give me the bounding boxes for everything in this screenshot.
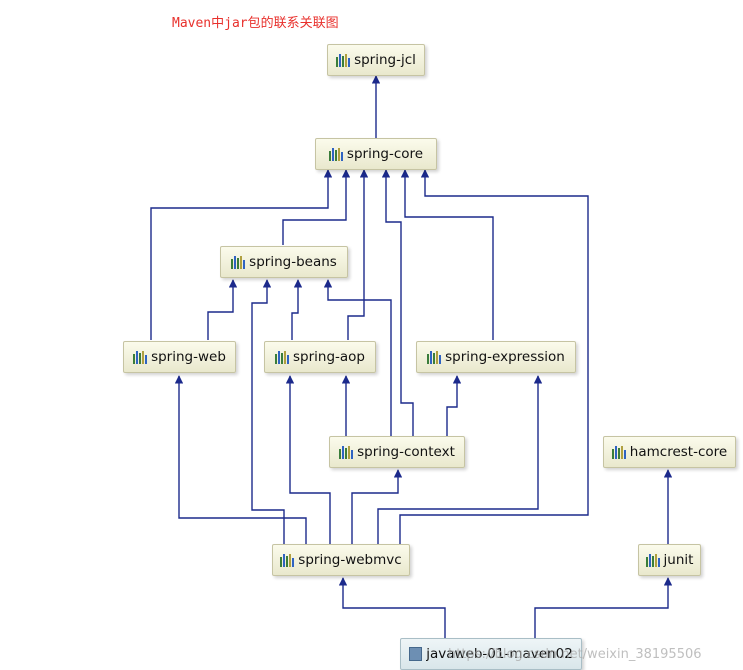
edge-webmvc-to-core — [399, 169, 589, 544]
diagram-title: Maven中jar包的联系关联图 — [172, 16, 339, 31]
edge-aop-to-core — [347, 169, 369, 340]
jar-icon — [328, 147, 343, 161]
node-spring-web[interactable]: spring-web — [123, 341, 236, 373]
jar-icon — [427, 350, 442, 364]
jar-icon — [280, 553, 295, 567]
jar-icon — [231, 255, 246, 269]
edge-webmvc-to-expression — [377, 375, 543, 544]
watermark: https://blog.csdn.net/weixin_38195506 — [448, 647, 702, 662]
edge-aop-to-beans — [291, 279, 303, 340]
node-label: spring-core — [346, 146, 424, 162]
jar-icon — [645, 553, 660, 567]
edge-web-to-beans — [207, 279, 238, 340]
edge-webmvc-to-web — [174, 375, 307, 544]
node-label: spring-web — [151, 349, 226, 365]
node-label: hamcrest-core — [629, 444, 728, 460]
node-label: spring-beans — [249, 254, 337, 270]
node-label: spring-webmvc — [298, 552, 402, 568]
edge-context-to-expression — [446, 375, 462, 436]
edge-web-to-core — [150, 169, 333, 340]
edge-webmvc-to-aop — [285, 375, 331, 544]
edge-expression-to-core — [400, 169, 494, 340]
edge-context-to-beans — [323, 279, 392, 436]
node-junit[interactable]: junit — [638, 544, 701, 576]
jar-icon — [339, 445, 354, 459]
node-javaweb-01-maven02[interactable]: javaweb-01-maven02 — [400, 638, 582, 670]
node-spring-aop[interactable]: spring-aop — [264, 341, 376, 373]
node-label: spring-aop — [292, 349, 365, 365]
node-label: javaweb-01-maven02 — [426, 646, 573, 662]
node-hamcrest-core[interactable]: hamcrest-core — [603, 436, 736, 468]
edge-project-to-junit — [534, 577, 673, 638]
jar-icon — [611, 445, 626, 459]
node-spring-context[interactable]: spring-context — [329, 436, 465, 468]
node-spring-beans[interactable]: spring-beans — [220, 246, 348, 278]
node-spring-expression[interactable]: spring-expression — [416, 341, 576, 373]
jar-icon — [133, 350, 148, 364]
node-label: junit — [663, 552, 694, 568]
node-spring-core[interactable]: spring-core — [315, 138, 437, 170]
node-spring-jcl[interactable]: spring-jcl — [327, 44, 425, 76]
node-label: spring-context — [357, 444, 455, 460]
node-label: spring-jcl — [354, 52, 416, 68]
edge-webmvc-to-context — [351, 469, 403, 544]
edge-project-to-webmvc — [338, 577, 446, 638]
edge-beans-to-core — [282, 169, 351, 245]
edge-webmvc-to-beans — [251, 279, 285, 544]
edge-context-to-core — [381, 169, 414, 436]
jar-icon — [336, 53, 351, 67]
node-spring-webmvc[interactable]: spring-webmvc — [272, 544, 410, 576]
node-label: spring-expression — [445, 349, 565, 365]
project-icon — [409, 647, 423, 661]
jar-icon — [274, 350, 289, 364]
